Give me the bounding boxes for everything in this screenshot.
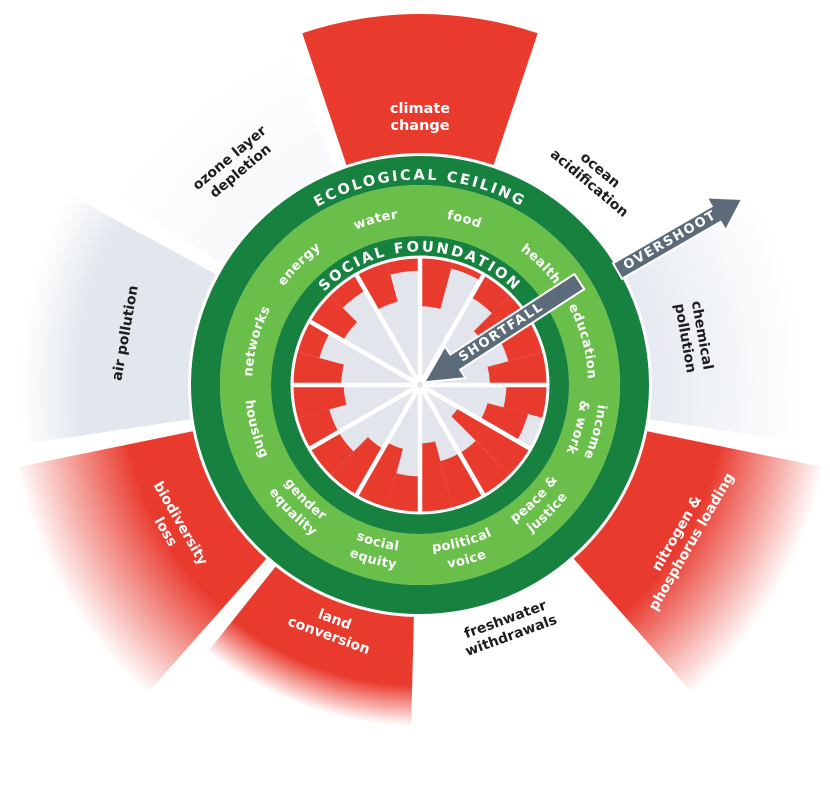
sector-divider	[419, 386, 486, 496]
hub-gap-ring	[290, 255, 550, 515]
sector-divider	[354, 274, 421, 384]
shortfall-wedge-water-1	[356, 262, 398, 311]
shortfall-wedge-political-voice-1	[440, 453, 484, 508]
shortfall-wedge-food-1	[420, 257, 453, 309]
overshoot-wedge-air-pollution	[19, 193, 217, 445]
overshoot-wedge-chemical-pollution	[623, 201, 805, 442]
overshoot-wedge-biodiversity-loss	[16, 431, 267, 694]
overshoot-wedge-climate-change	[302, 14, 538, 166]
shortfall-wedge-social-equity-1	[387, 473, 420, 513]
shortfall-wedge-peace-justice-2	[459, 440, 510, 495]
sector-divider	[309, 319, 419, 386]
ecological-ceiling-ring	[191, 156, 649, 614]
shortfall-wedge-networks-1	[292, 352, 344, 385]
overshoot-wedge-nitrogen-phosphorus-loading	[573, 431, 824, 694]
shortfall-arrow	[422, 272, 586, 384]
shortfall-wedge-housing-2	[292, 385, 347, 418]
safe-zone-ring	[220, 185, 620, 585]
sector-divider	[309, 384, 419, 451]
shortfall-wedge-energy-1	[310, 295, 358, 341]
shortfall-wedge-income-work-1	[503, 385, 548, 418]
overshoot-wedge-ozone-layer-depletion	[111, 48, 335, 264]
shortfall-wedge-income-work-2	[480, 403, 528, 441]
shortfall-wedge-water-2	[387, 257, 420, 275]
shortfall-wedge-gender-equality-1	[330, 437, 384, 495]
shortfall-wedge-social-equity-2	[356, 442, 403, 508]
overshoot-arrow	[611, 196, 744, 281]
sector-divider	[421, 384, 531, 451]
sector-divider	[419, 274, 486, 384]
sector-divider	[354, 386, 421, 496]
shortfall-wedge-political-voice-2	[420, 441, 453, 513]
shortfall-wedge-housing-1	[297, 409, 339, 449]
overshoot-wedge-land-conversion	[207, 566, 414, 727]
shortfall-wedge-food-2	[451, 262, 484, 281]
social-foundation-ring	[271, 236, 569, 534]
shortfall-wedge-education-1	[499, 321, 543, 362]
shortfall-wedge-energy-2	[330, 275, 366, 308]
shortfall-wedge-peace-justice-1	[451, 407, 530, 475]
shortfall-wedge-education-2	[487, 352, 548, 385]
